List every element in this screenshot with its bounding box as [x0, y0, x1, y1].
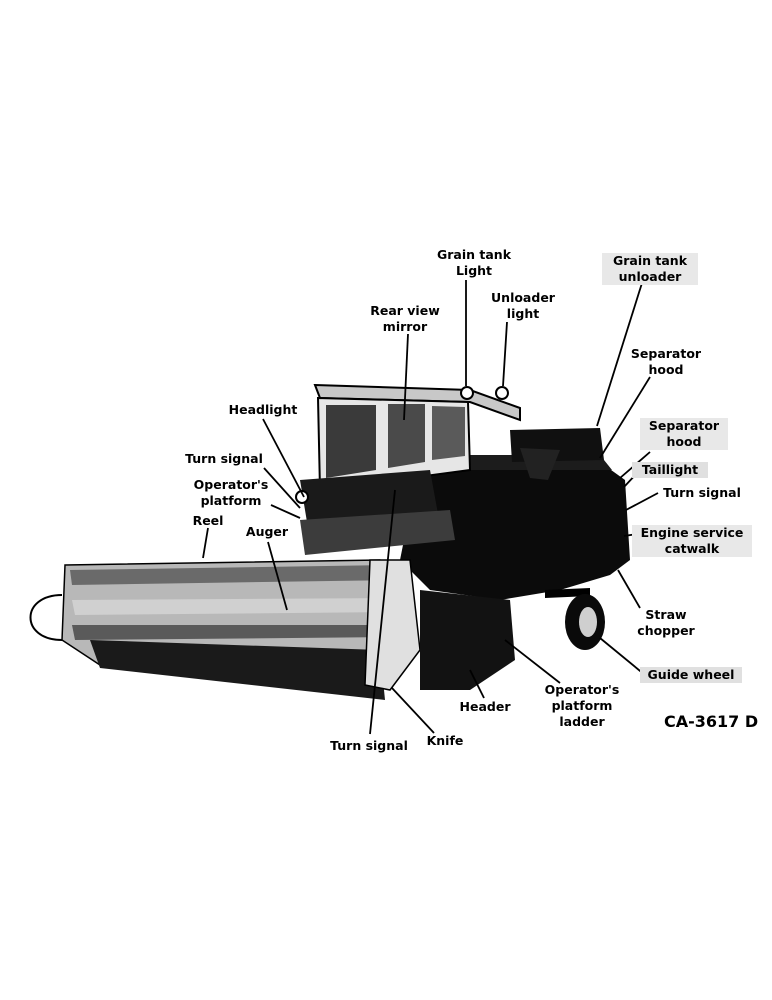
label-headlight: Headlight	[228, 402, 298, 417]
label-taillight: Taillight	[632, 462, 708, 478]
label-unloader-light: Unloader light	[491, 290, 555, 321]
ladder-area	[420, 590, 515, 690]
label-separator-hood-2: Separator hood	[640, 418, 728, 450]
figure-code: CA-3617 D	[664, 712, 759, 731]
label-guide-wheel: Guide wheel	[640, 667, 742, 683]
label-turn-signal-left: Turn signal	[185, 451, 263, 466]
label-reel: Reel	[192, 513, 224, 528]
label-turn-signal-right: Turn signal	[663, 485, 741, 500]
label-turn-signal-bottom: Turn signal	[330, 738, 408, 753]
label-straw-chopper: Straw chopper	[637, 607, 695, 638]
label-separator-hood-1: Separator hood	[630, 346, 702, 377]
header-platform	[61, 559, 421, 700]
grain-tank-unloader	[510, 428, 604, 480]
label-operators-platform-ladder: Operator's platform ladder	[544, 682, 620, 729]
label-rear-view-mirror: Rear view mirror	[370, 303, 440, 334]
label-header: Header	[459, 699, 511, 714]
label-engine-service-catwalk: Engine service catwalk	[632, 525, 752, 557]
label-knife: Knife	[426, 733, 464, 748]
label-operators-platform: Operator's platform	[193, 477, 269, 508]
leader-lines	[202, 280, 659, 735]
reel-arc	[29, 594, 63, 641]
label-auger: Auger	[245, 524, 289, 539]
label-grain-tank-light: Grain tank Light	[436, 247, 512, 278]
operator-cab	[313, 383, 521, 492]
lights	[295, 386, 509, 504]
operators-platform	[300, 470, 455, 555]
label-grain-tank-unloader: Grain tank unloader	[602, 253, 698, 285]
guide-wheel-assembly	[545, 588, 605, 650]
